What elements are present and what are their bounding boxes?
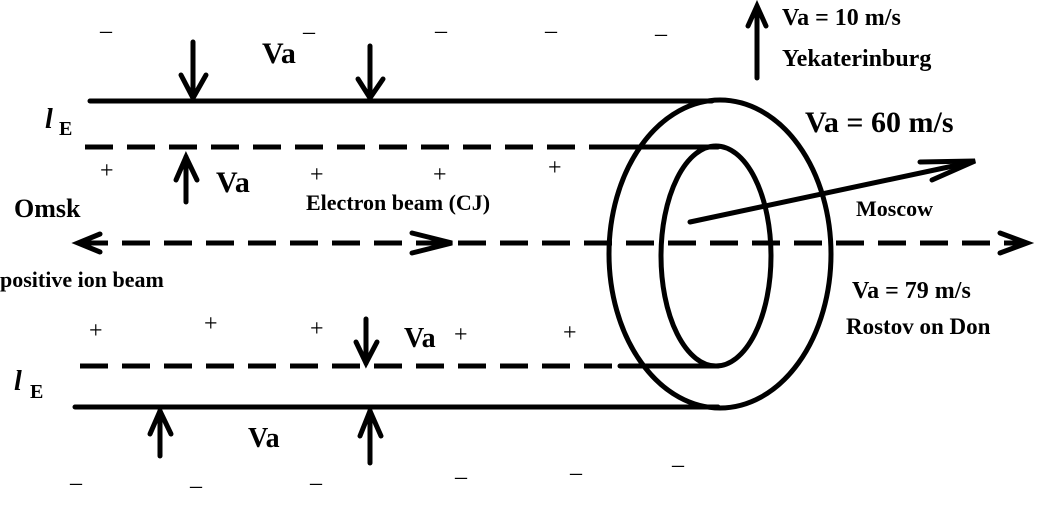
svg-text:–: –	[69, 470, 83, 496]
positive-charges-upper: + + + +	[100, 155, 562, 188]
yekaterinburg-speed-label: Va = 10 m/s	[782, 5, 901, 31]
svg-text:+: +	[310, 162, 324, 188]
svg-text:–: –	[671, 452, 685, 478]
svg-text:–: –	[309, 470, 323, 496]
svg-text:+: +	[454, 322, 468, 348]
svg-text:+: +	[433, 162, 447, 188]
svg-text:E: E	[30, 381, 43, 403]
positive-ion-beam-label: positive ion beam	[0, 267, 164, 292]
svg-text:+: +	[204, 311, 218, 337]
svg-text:–: –	[302, 19, 316, 45]
svg-text:l: l	[14, 366, 22, 397]
le-label-upper: l E	[45, 104, 72, 140]
negative-charges-bottom: – – – – – –	[69, 452, 685, 499]
omsk-label: Omsk	[14, 194, 81, 223]
svg-text:–: –	[454, 464, 468, 490]
svg-text:–: –	[99, 18, 113, 44]
mid-arrowhead-icon	[409, 230, 453, 256]
svg-text:+: +	[310, 316, 324, 342]
svg-text:–: –	[654, 21, 668, 47]
svg-text:–: –	[189, 473, 203, 499]
va-arrow-up-3	[173, 150, 200, 205]
positive-charges-lower: + + + + +	[89, 311, 577, 348]
right-arrowhead-icon	[997, 230, 1035, 256]
svg-text:+: +	[100, 158, 114, 184]
svg-text:+: +	[548, 155, 562, 181]
electron-beam-label: Electron beam (CJ)	[306, 190, 490, 215]
svg-text:+: +	[89, 318, 103, 344]
svg-text:–: –	[569, 460, 583, 486]
va-label-lower-inner: Va	[404, 323, 436, 354]
moscow-label: Moscow	[856, 196, 933, 221]
negative-charges-top: – – – – –	[99, 18, 668, 47]
yekaterinburg-label: Yekaterinburg	[782, 46, 931, 72]
inner-ring	[658, 143, 774, 369]
le-label-lower: l E	[14, 366, 43, 403]
rostov-speed-label: Va = 79 m/s	[852, 278, 971, 304]
left-arrowhead-icon	[71, 231, 103, 255]
va-label-bottom: Va	[248, 423, 280, 454]
va-arrow-up-6	[357, 404, 384, 466]
svg-text:l: l	[45, 104, 53, 135]
va-arrow-down-1	[178, 39, 209, 104]
va-label-top: Va	[262, 37, 296, 70]
va-label-upper-inner: Va	[216, 166, 250, 199]
moscow-arrowhead-icon	[917, 158, 977, 183]
va-arrow-down-4	[353, 316, 380, 369]
svg-text:E: E	[59, 118, 72, 140]
moscow-arrow	[687, 159, 975, 225]
yekaterinburg-arrowhead-icon	[745, 0, 769, 29]
va-arrow-up-5	[147, 404, 174, 459]
svg-text:–: –	[544, 18, 558, 44]
moscow-speed-label: Va = 60 m/s	[805, 106, 954, 139]
svg-text:+: +	[563, 320, 577, 346]
rostov-label: Rostov on Don	[846, 314, 991, 339]
svg-text:–: –	[434, 18, 448, 44]
va-arrow-down-2	[355, 43, 386, 103]
